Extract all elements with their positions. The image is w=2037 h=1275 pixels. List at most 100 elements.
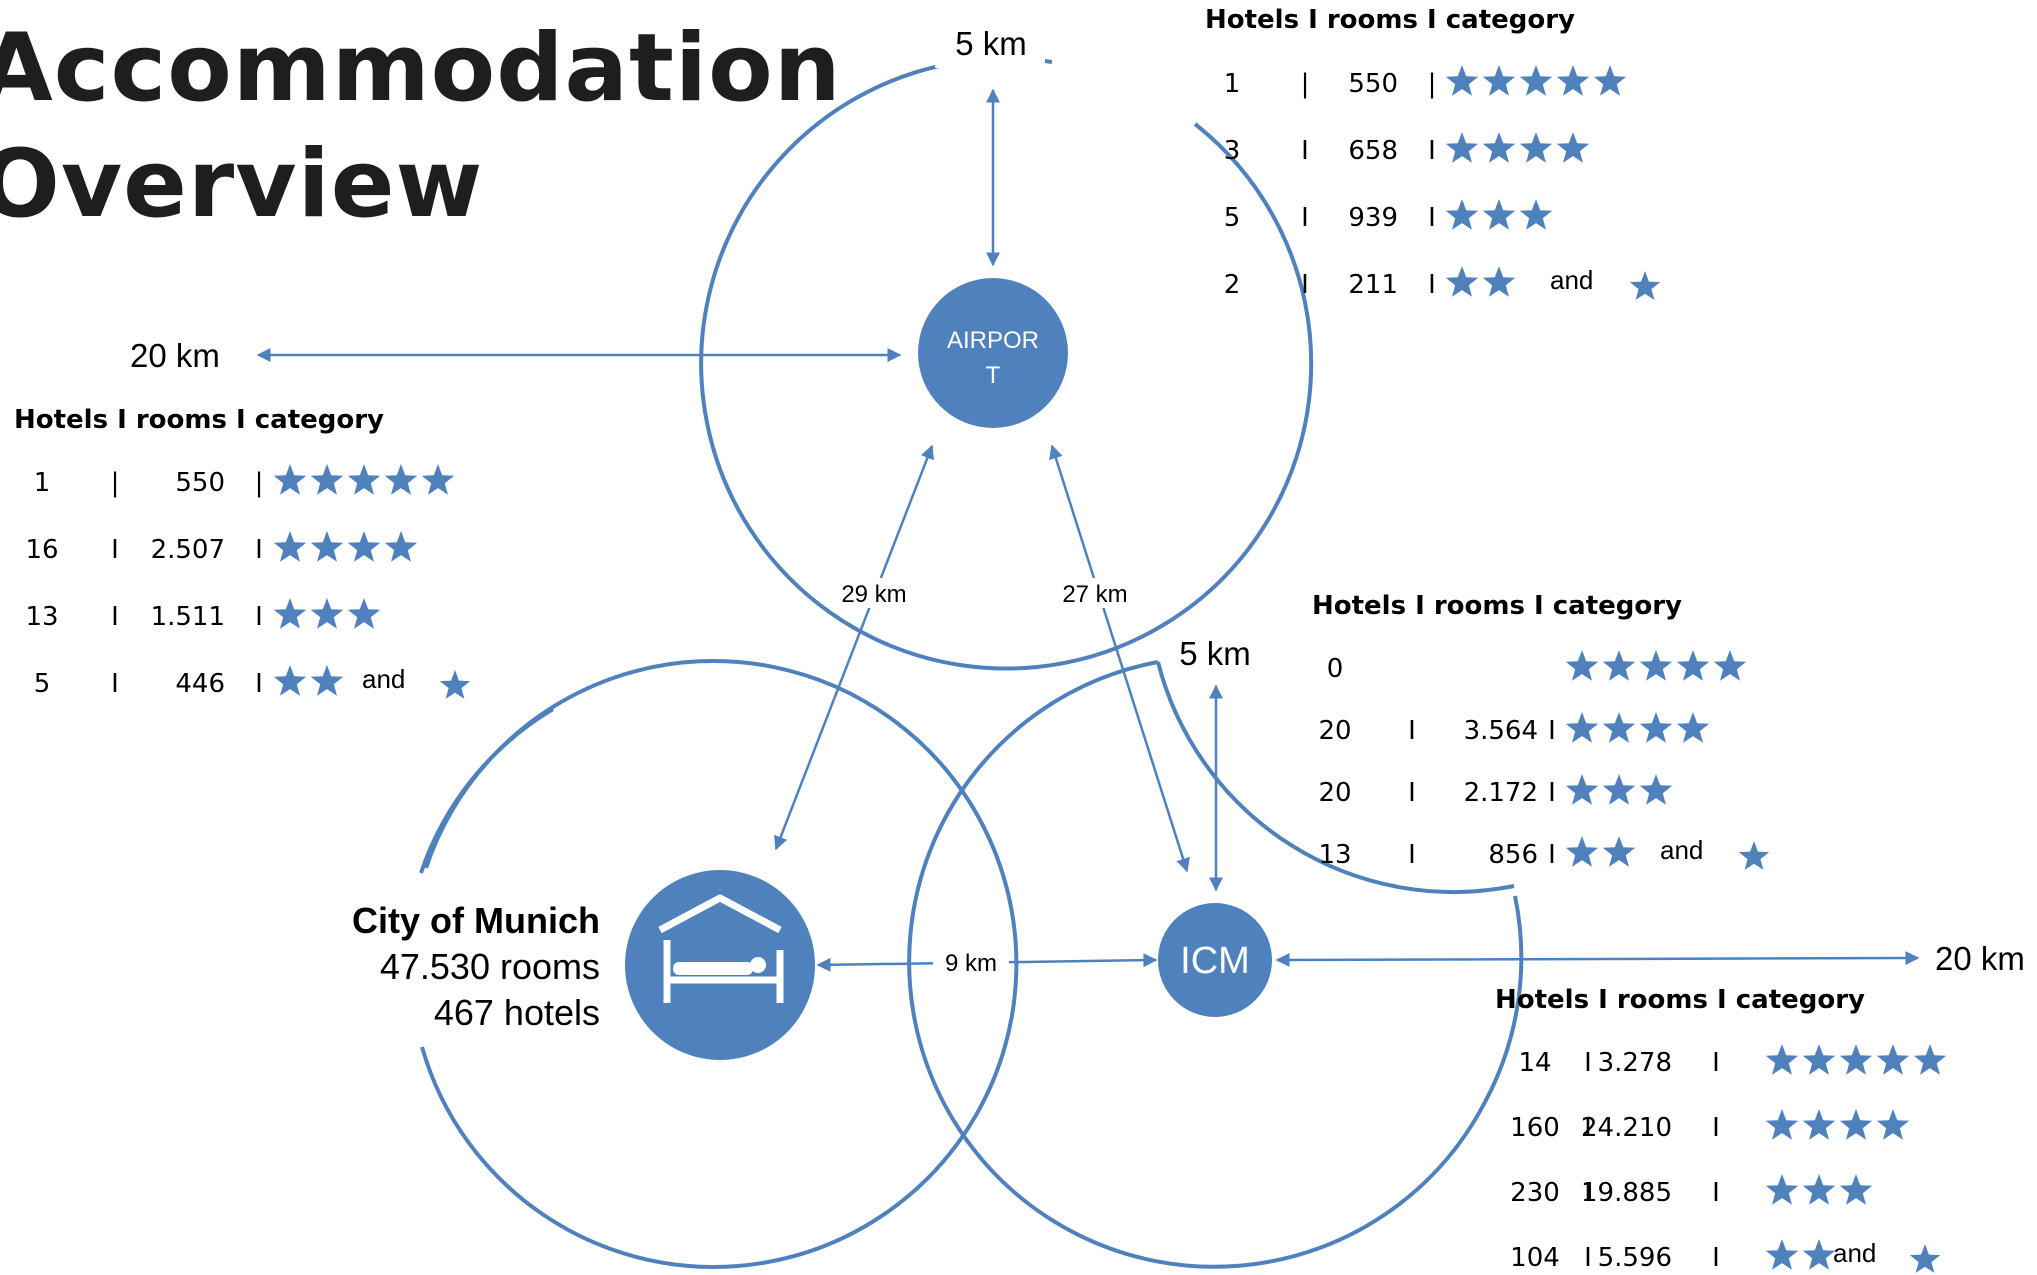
star-icon [1602,774,1636,805]
star-icon [1593,65,1627,96]
separator: I [1408,840,1416,870]
table-row: 0 [1327,650,1747,684]
star-icon [310,531,344,562]
star-icon [1676,712,1710,743]
hotel-count: 16 [25,535,58,565]
separator: I [1712,1178,1720,1208]
room-count: 5.596 [1598,1243,1672,1273]
separator: | [111,468,120,498]
star-icon [1876,1109,1910,1140]
room-count: 2.507 [151,535,225,565]
hotel-count: 230 [1510,1178,1560,1208]
separator: I [1408,716,1416,746]
star-icon [1639,712,1673,743]
city-name: City of Munich [352,900,600,941]
star-icon [1565,650,1599,681]
star-icon [1639,650,1673,681]
hotel-count: 13 [25,602,58,632]
separator: I [1712,1048,1720,1078]
room-count: 3.564 [1464,716,1538,746]
separator: I [111,669,119,699]
star-icon [1913,1044,1947,1075]
airport-node [918,278,1068,428]
city-airport-distance: 29 km [841,581,906,608]
star-icon [1602,650,1636,681]
table-header: Hotels I rooms I category [1205,5,1575,35]
star-icon [1482,65,1516,96]
room-count: 658 [1348,136,1398,166]
separator: I [255,669,263,699]
separator: | [1301,69,1310,99]
separator: I [1301,270,1309,300]
page-title-line1: Accommodation [0,14,842,123]
star-icon [1602,712,1636,743]
hotel-count: 2 [1224,270,1241,300]
hotel-count: 13 [1318,840,1351,870]
star-icon [1482,199,1516,230]
star-icon [1565,774,1599,805]
and-label: and [1550,265,1593,295]
star-icon [1713,650,1747,681]
hotel-count: 0 [1327,654,1344,684]
star-icon [1445,132,1479,163]
separator: I [1428,270,1436,300]
separator: I [1548,716,1556,746]
separator: I [111,602,119,632]
star-icon [1765,1109,1799,1140]
hotel-count: 5 [1224,203,1241,233]
star-icon [1602,836,1636,867]
icm-20km-arrow [1275,951,1920,967]
star-icon [1839,1044,1873,1075]
room-count: 550 [1348,69,1398,99]
separator: I [255,602,263,632]
separator: I [111,535,119,565]
separator: I [1712,1243,1720,1273]
city-rooms: 47.530 rooms [379,946,600,987]
star-icon [310,464,344,495]
star-icon [1765,1044,1799,1075]
room-count: 211 [1348,270,1398,300]
room-count: 1.511 [151,602,225,632]
room-count: 446 [175,669,225,699]
star-icon [1556,132,1590,163]
table-row: 1|550| [34,464,455,498]
separator: I [1428,203,1436,233]
star-icon [273,464,307,495]
hotel-count: 104 [1510,1243,1560,1273]
star-icon [1839,1174,1873,1205]
star-icon [1802,1109,1836,1140]
separator: I [1548,840,1556,870]
table-header: Hotels I rooms I category [1495,985,1865,1015]
star-icon [1519,199,1553,230]
city-info: City of Munich 47.530 rooms 467 hotels [352,898,600,1036]
room-count: 3.278 [1598,1048,1672,1078]
star-icon [1445,65,1479,96]
room-count: 24.210 [1581,1113,1672,1143]
star-icon [1445,199,1479,230]
separator: I [255,535,263,565]
room-count: 939 [1348,203,1398,233]
table-row: 16 I 2.507 I [25,531,418,565]
hotel-count: 1 [1224,69,1241,99]
star-icon [1519,65,1553,96]
icm-label: ICM [1180,940,1250,982]
icm-airport-distance: 27 km [1062,581,1127,608]
hotel-count: 20 [1318,716,1351,746]
separator: I [1584,1048,1592,1078]
star-icon [1876,1044,1910,1075]
and-label: and [362,664,405,694]
airport-20km-label: 20 km [130,337,220,374]
airport-label-line1: AIRPOR [947,327,1039,354]
and-label: and [1833,1238,1876,1268]
star-icon [1482,132,1516,163]
